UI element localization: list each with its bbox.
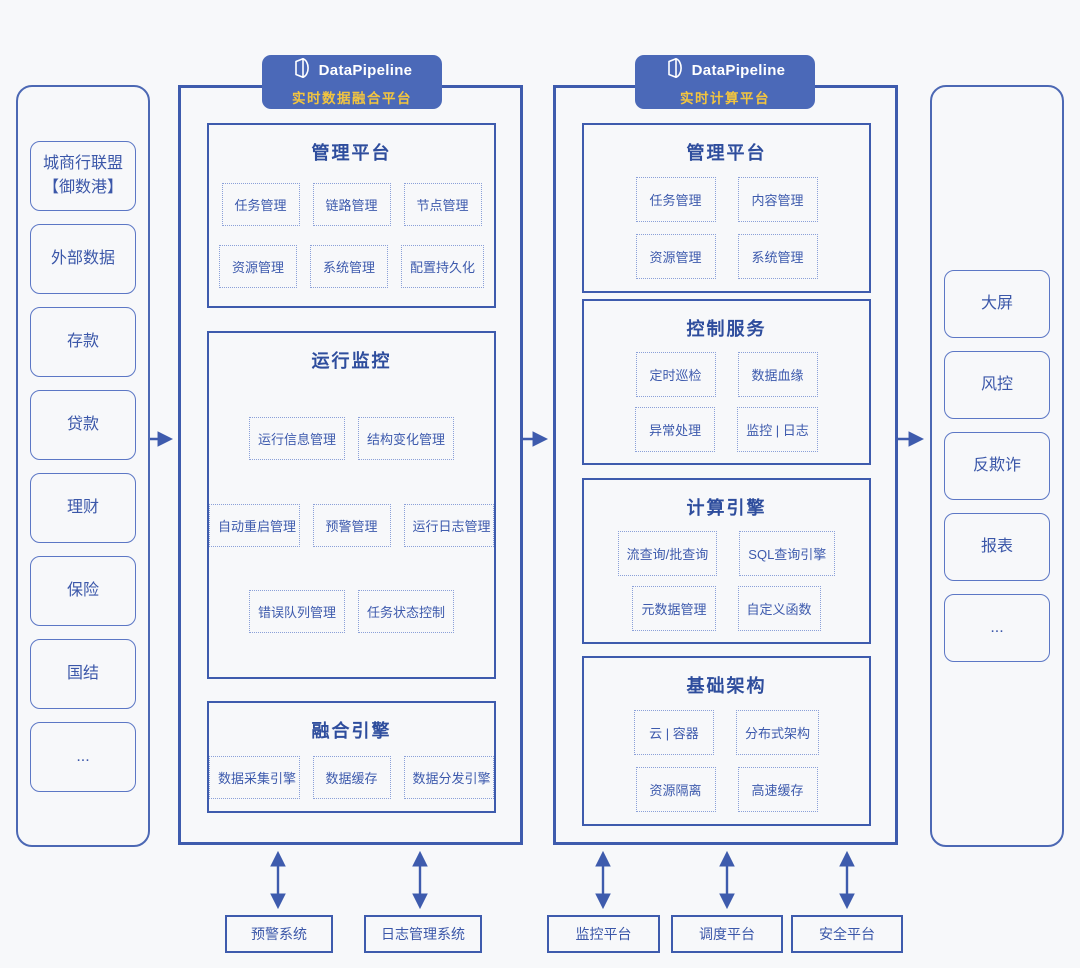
module-item: 数据缓存 (312, 755, 391, 799)
consumer-item-dashboard: 大屏 (944, 270, 1050, 338)
module-item: 流查询/批查询 (617, 530, 718, 576)
external-system-monitoring: 监控平台 (547, 915, 660, 953)
external-system-log-management: 日志管理系统 (364, 915, 482, 953)
module-item: 自定义函数 (737, 586, 821, 632)
section-title: 控制服务 (686, 319, 767, 339)
module-item: 链路管理 (312, 183, 391, 227)
module-item: 节点管理 (403, 183, 482, 227)
source-item-union: 城商行联盟【御数港】 (30, 140, 136, 211)
badge-subtitle: 实时计算平台 (680, 91, 770, 106)
consumer-item-reports: 报表 (944, 513, 1050, 581)
source-item-external-data: 外部数据 (30, 223, 136, 294)
section-fusion-engine: 融合引擎 数据采集引擎 数据缓存 数据分发引擎 (207, 701, 496, 813)
module-item: 任务管理 (221, 183, 300, 227)
section-title: 管理平台 (311, 143, 392, 163)
section-title: 计算引擎 (686, 498, 767, 518)
fusion-platform-container: 管理平台 任务管理 链路管理 节点管理 资源管理 系统管理 配置持久化 运行监控… (178, 85, 523, 845)
section-management-platform: 管理平台 任务管理 链路管理 节点管理 资源管理 系统管理 配置持久化 (207, 123, 496, 308)
module-item: 数据采集引擎 (209, 755, 300, 799)
module-item: 任务管理 (635, 177, 716, 222)
module-item: 定时巡检 (635, 351, 716, 397)
source-item-wealth: 理财 (30, 472, 136, 543)
section-management-platform: 管理平台 任务管理 内容管理 资源管理 系统管理 (582, 123, 871, 293)
consumers-panel: 大屏 风控 反欺诈 报表 ... (930, 85, 1064, 847)
section-title: 基础架构 (686, 676, 767, 696)
compute-platform-badge: DataPipeline 实时计算平台 (635, 55, 815, 109)
module-item: 任务状态控制 (358, 590, 455, 634)
section-compute-engine: 计算引擎 流查询/批查询 SQL查询引擎 元数据管理 自定义函数 (582, 478, 871, 644)
section-title: 融合引擎 (311, 721, 392, 741)
section-title: 运行监控 (311, 351, 392, 371)
module-item: 预警管理 (312, 503, 391, 547)
module-item: 系统管理 (737, 234, 818, 279)
brand-name: DataPipeline (691, 62, 786, 79)
module-item: 自动重启管理 (209, 503, 300, 547)
source-item-deposits: 存款 (30, 306, 136, 377)
external-system-security: 安全平台 (791, 915, 903, 953)
source-item-intl-settlement: 国结 (30, 638, 136, 709)
source-item-loans: 贷款 (30, 389, 136, 460)
module-item: 错误队列管理 (248, 590, 345, 634)
compute-platform-container: 管理平台 任务管理 内容管理 资源管理 系统管理 控制服务 定时巡检 数据血缘 (553, 85, 898, 845)
module-item: 高速缓存 (737, 767, 818, 812)
module-item: 异常处理 (635, 407, 716, 453)
module-item: 系统管理 (309, 244, 388, 288)
source-item-ellipsis: ... (30, 721, 136, 792)
module-item: 资源隔离 (635, 767, 716, 812)
module-item: 资源管理 (218, 244, 297, 288)
section-title: 管理平台 (686, 143, 767, 163)
module-item: 运行日志管理 (403, 503, 494, 547)
module-item: 内容管理 (737, 177, 818, 222)
section-infrastructure: 基础架构 云 | 容器 分布式架构 资源隔离 高速缓存 (582, 656, 871, 826)
external-system-scheduling: 调度平台 (671, 915, 783, 953)
section-runtime-monitoring: 运行监控 运行信息管理 结构变化管理 自动重启管理 预警管理 运行日志管理 错误… (207, 331, 496, 679)
module-item: 资源管理 (635, 234, 716, 279)
module-item: 结构变化管理 (358, 416, 455, 460)
module-item: 数据血缘 (737, 351, 818, 397)
datapipeline-logo-icon (665, 57, 685, 84)
badge-subtitle: 实时数据融合平台 (292, 91, 412, 106)
datapipeline-logo-icon (292, 57, 312, 84)
data-sources-panel: 城商行联盟【御数港】 外部数据 存款 贷款 理财 保险 国结 ... (16, 85, 150, 847)
module-item: SQL查询引擎 (739, 530, 836, 576)
module-item: 配置持久化 (400, 244, 484, 288)
module-item: 元数据管理 (632, 586, 716, 632)
module-item: 运行信息管理 (248, 416, 345, 460)
module-item: 云 | 容器 (633, 710, 714, 755)
module-item: 分布式架构 (735, 710, 819, 755)
fusion-platform-badge: DataPipeline 实时数据融合平台 (262, 55, 442, 109)
source-item-insurance: 保险 (30, 555, 136, 626)
section-control-services: 控制服务 定时巡检 数据血缘 异常处理 监控 | 日志 (582, 299, 871, 465)
module-item: 监控 | 日志 (737, 407, 818, 453)
consumer-item-anti-fraud: 反欺诈 (944, 432, 1050, 500)
consumer-item-ellipsis: ... (944, 594, 1050, 662)
external-system-alert: 预警系统 (225, 915, 333, 953)
consumer-item-risk-control: 风控 (944, 351, 1050, 419)
module-item: 数据分发引擎 (403, 755, 494, 799)
brand-name: DataPipeline (318, 62, 413, 79)
